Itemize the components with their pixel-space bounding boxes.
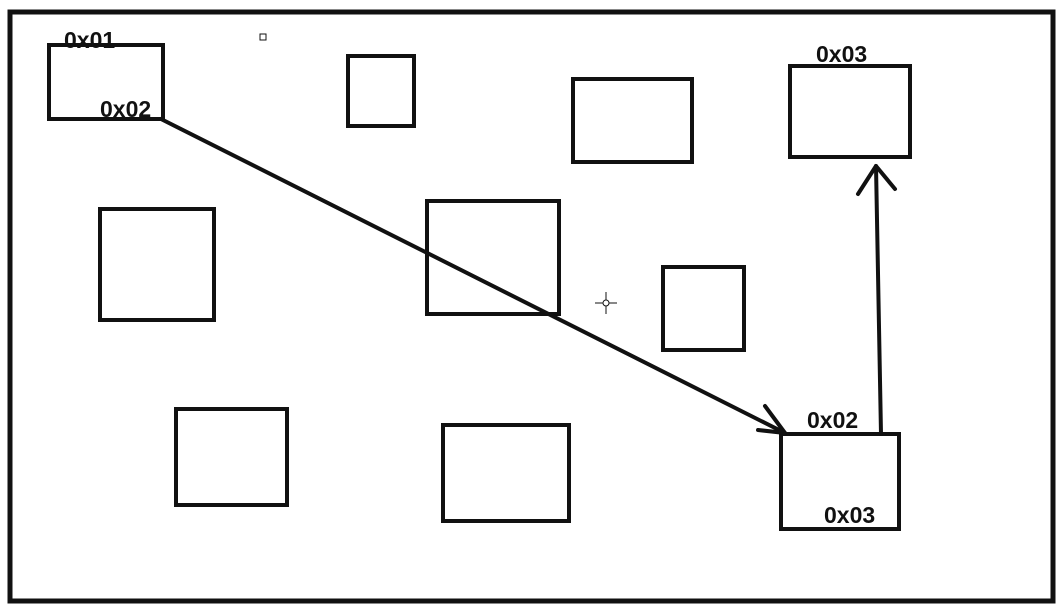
small-square-marker-icon (259, 33, 267, 41)
arrow-relay-to-destination (856, 164, 897, 436)
arrow-head-icon (756, 404, 787, 435)
arrow-line (159, 117, 787, 435)
label-destination-top: 0x03 (816, 41, 868, 67)
box-left-middle (98, 207, 216, 322)
box-center (425, 199, 561, 316)
box-right-small (661, 265, 746, 352)
box-top-middle (571, 77, 694, 164)
arrow-source-to-relay (159, 117, 787, 435)
box-relay (779, 432, 901, 531)
crosshair-cursor-icon (595, 292, 617, 314)
arrow-head-icon (856, 164, 897, 196)
label-source-top: 0x01 (64, 27, 116, 53)
arrow-line (874, 164, 883, 436)
box-top-small (346, 54, 416, 128)
box-bottom-left (174, 407, 289, 507)
box-bottom-center (441, 423, 571, 523)
label-relay-bottom: 0x03 (824, 502, 876, 528)
label-relay-top: 0x02 (807, 407, 859, 433)
box-destination (788, 64, 912, 159)
box-source (47, 43, 165, 121)
diagram-frame (7, 9, 1056, 604)
label-source-bottom: 0x02 (100, 96, 152, 122)
